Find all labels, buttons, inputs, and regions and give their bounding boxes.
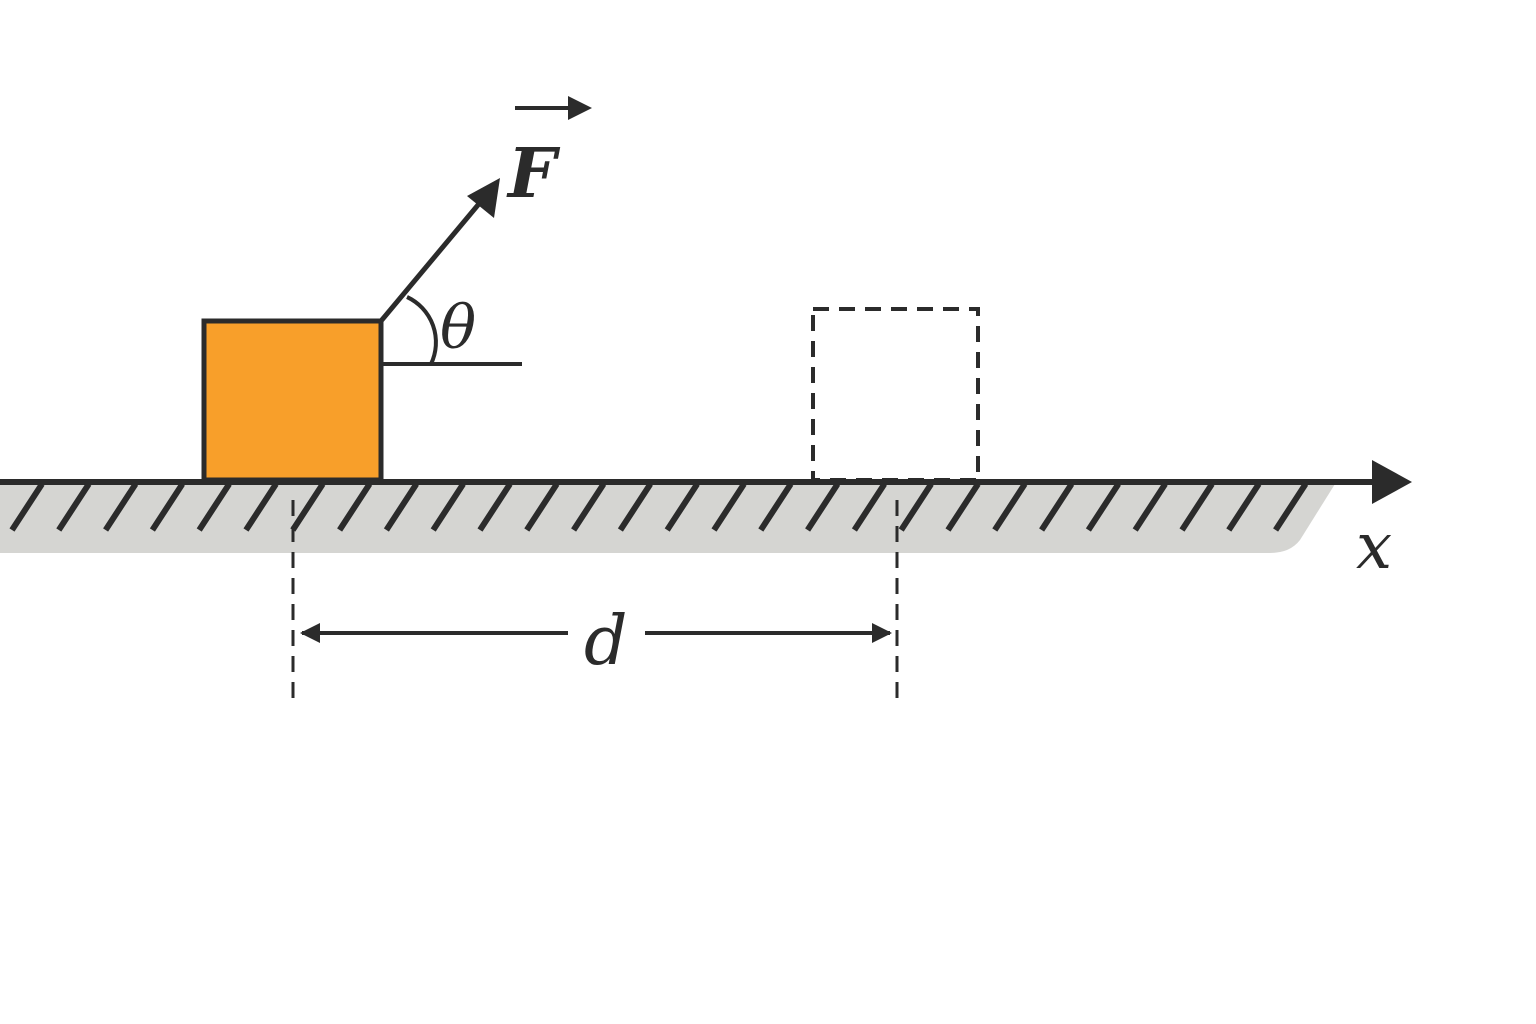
- x-axis-arrowhead: [1372, 460, 1412, 504]
- hatch-mark: [430, 482, 466, 532]
- hatch-mark: [337, 482, 373, 532]
- hatch-mark: [196, 482, 232, 532]
- hatch-mark: [243, 482, 279, 532]
- hatch-mark: [1273, 482, 1309, 532]
- hatch-mark: [56, 482, 92, 532]
- hatch-mark: [571, 482, 607, 532]
- block: [201, 318, 384, 483]
- hatch-mark: [758, 482, 794, 532]
- hatch-mark: [9, 482, 45, 532]
- vector-arrow-head: [568, 96, 592, 120]
- force-vector: [379, 191, 490, 323]
- hatch-mark: [898, 482, 934, 532]
- hatch-mark: [383, 482, 419, 532]
- angle-label: θ: [440, 293, 476, 363]
- ground-hatching: [9, 482, 1309, 532]
- ground-surface: [0, 484, 1335, 553]
- hatch-mark: [664, 482, 700, 532]
- hatch-mark: [524, 482, 560, 532]
- final-position-box: [811, 307, 980, 482]
- hatch-mark: [477, 482, 513, 532]
- hatch-mark: [1039, 482, 1075, 532]
- hatch-mark: [290, 482, 326, 532]
- hatch-mark: [1226, 482, 1262, 532]
- x-axis-label: x: [1356, 510, 1392, 584]
- force-label: F: [506, 134, 561, 214]
- hatch-mark: [992, 482, 1028, 532]
- hatch-mark: [1179, 482, 1215, 532]
- hatch-mark: [1085, 482, 1121, 532]
- hatch-mark: [617, 482, 653, 532]
- hatch-mark: [711, 482, 747, 532]
- hatch-mark: [945, 482, 981, 532]
- force-arrowhead: [467, 178, 500, 218]
- distance-label: d: [584, 602, 628, 681]
- hatch-mark: [1132, 482, 1168, 532]
- hatch-mark: [851, 482, 887, 532]
- hatch-mark: [103, 482, 139, 532]
- angle-arc: [406, 295, 438, 365]
- hatch-mark: [805, 482, 841, 532]
- hatch-mark: [149, 482, 185, 532]
